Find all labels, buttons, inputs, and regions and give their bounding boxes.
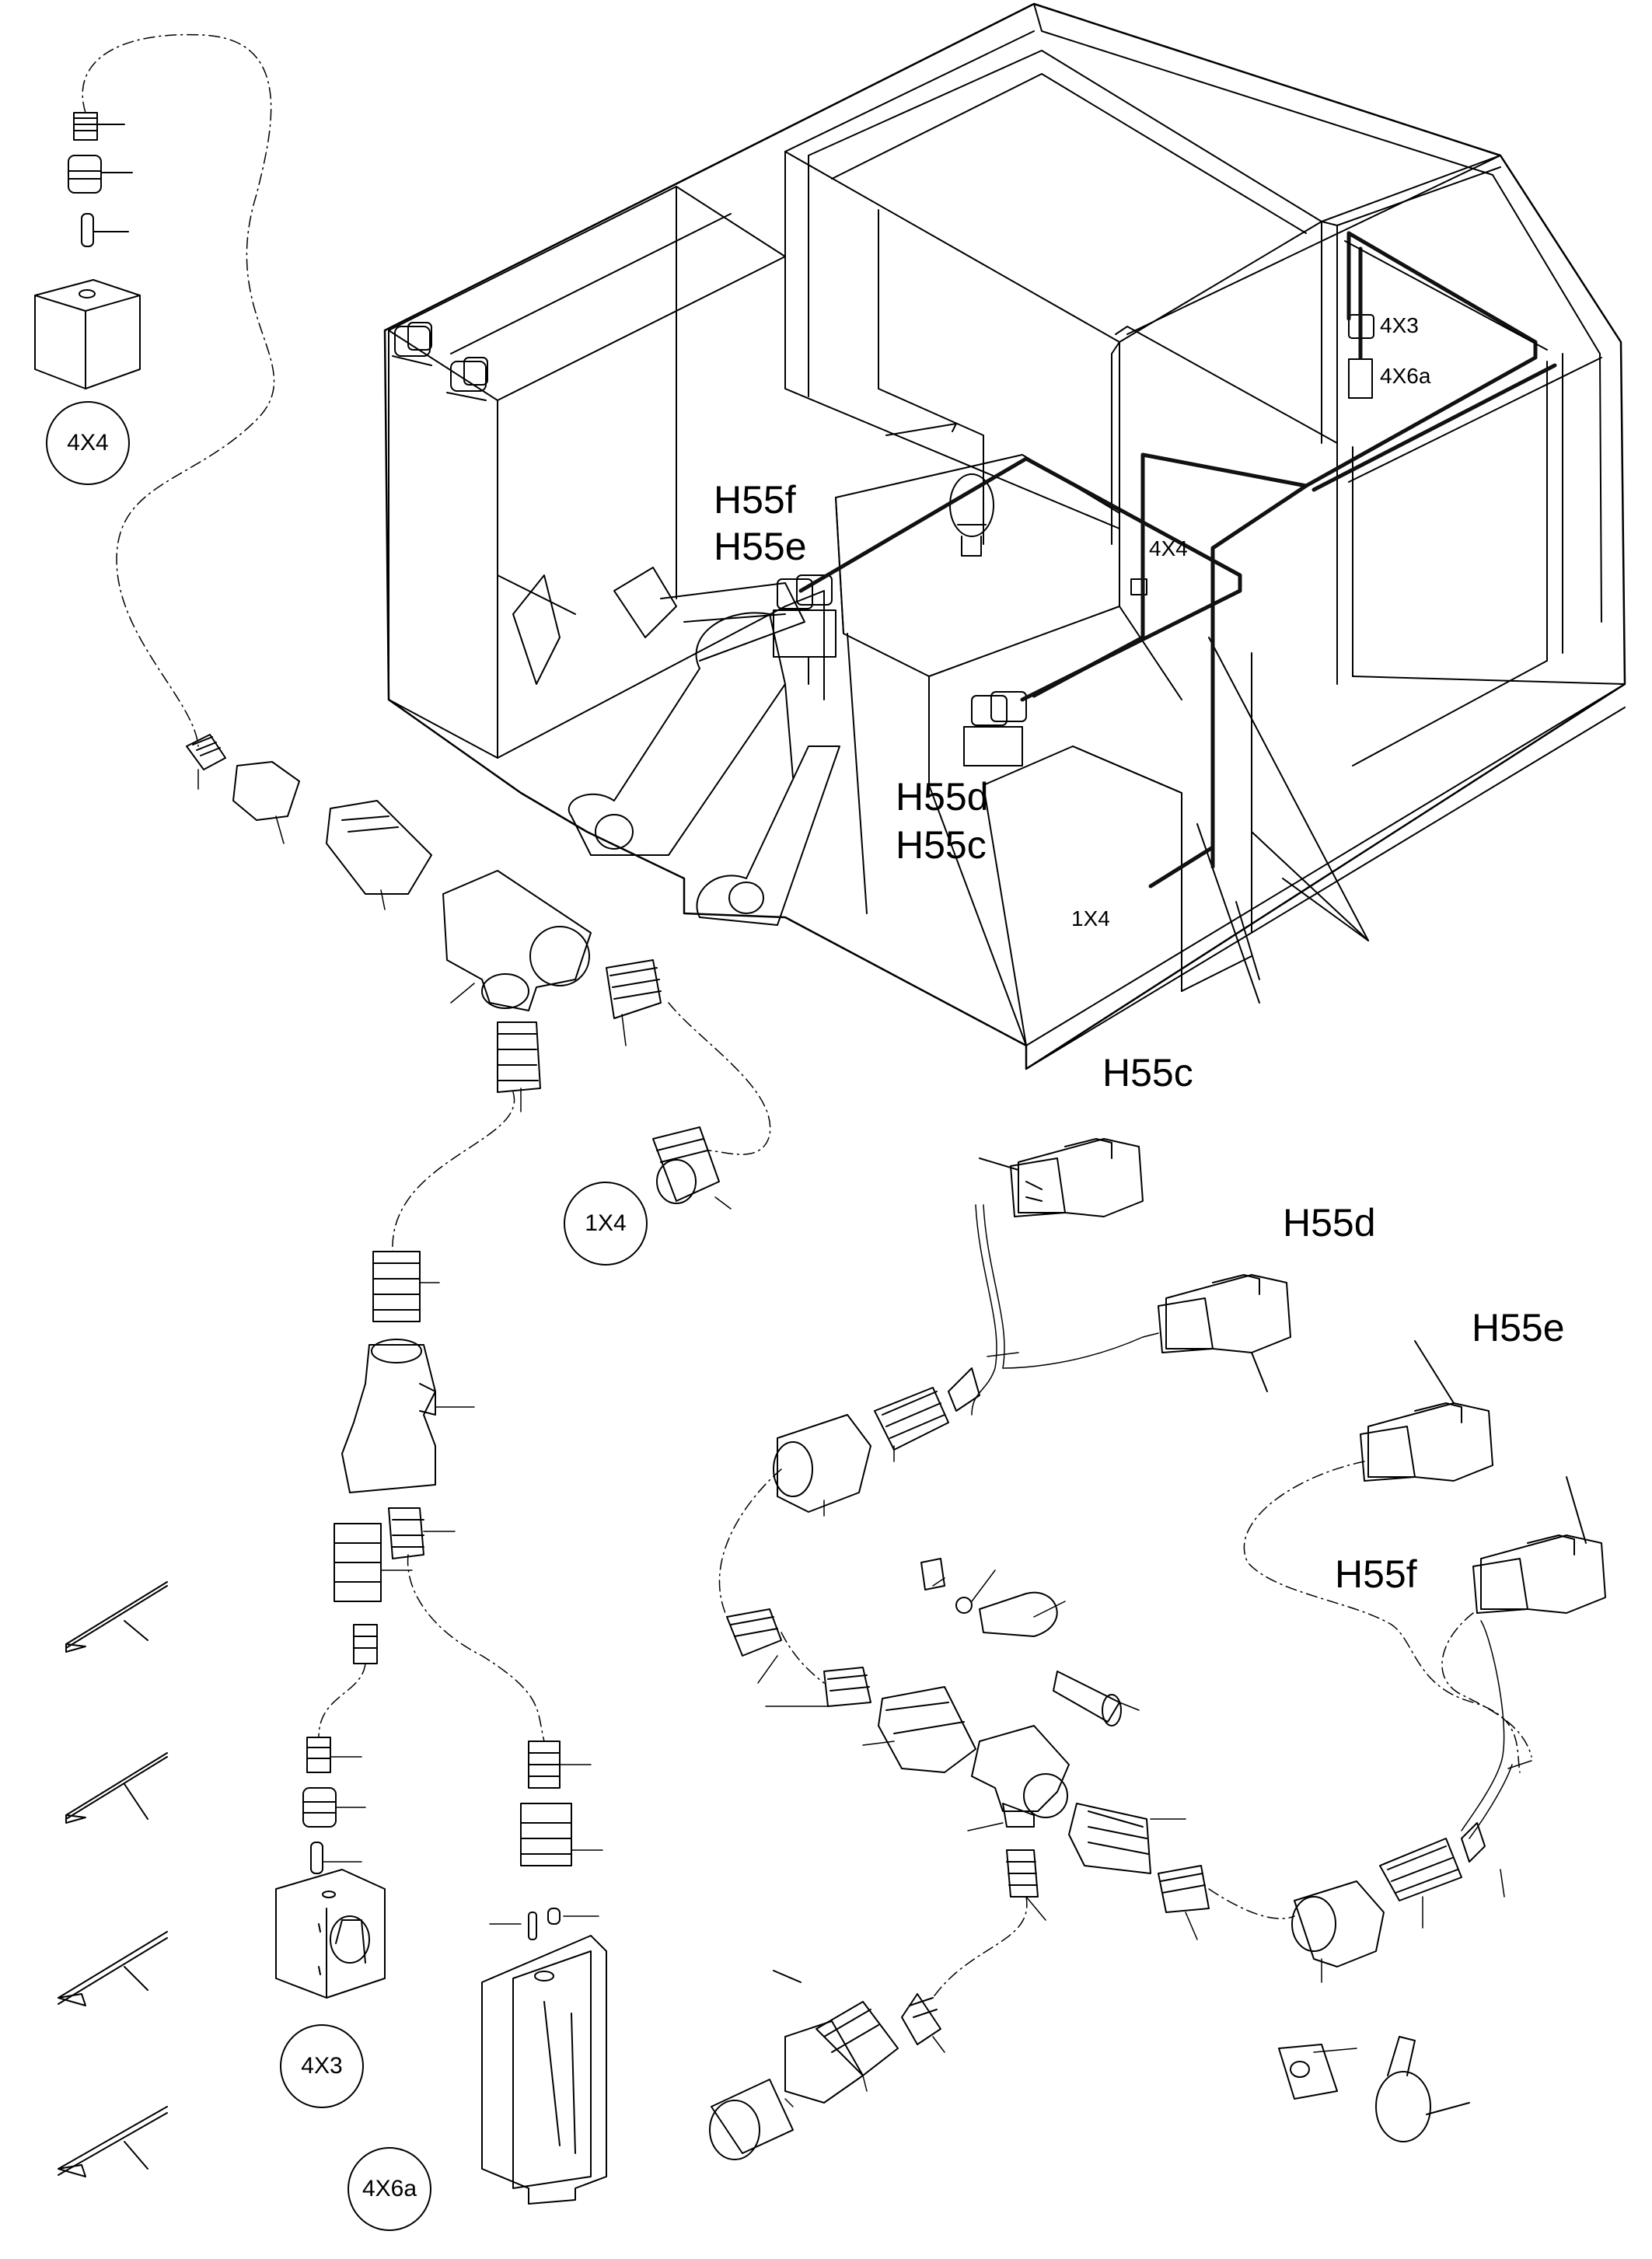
conduit-assembly-right xyxy=(709,1367,1486,2160)
label-h55e-top: H55e xyxy=(714,525,807,568)
machine-outline xyxy=(383,2,1626,1070)
work-lamps-h55c-h55d xyxy=(963,691,1027,766)
wire-bundles xyxy=(971,1204,1532,1839)
connector-h55f xyxy=(1472,1476,1606,1614)
label-h55f-detail: H55f xyxy=(1335,1552,1417,1596)
label-4x4-body: 4X4 xyxy=(1149,536,1188,560)
callout-1x4: 1X4 xyxy=(564,1182,648,1266)
junction-box-4x4 xyxy=(34,279,141,389)
connector-h55d xyxy=(1158,1274,1291,1392)
cable-routing-dashed-right xyxy=(718,1461,1532,1999)
socket-4x6a xyxy=(481,1741,607,2205)
roof-lamp-left xyxy=(392,322,432,366)
label-h55c-mid: H55c xyxy=(896,823,987,867)
leader-lines-4x3 xyxy=(322,1756,366,1863)
label-4x3-body: 4X3 xyxy=(1380,313,1419,337)
beacon-lamp xyxy=(949,473,994,557)
leader-lines-left xyxy=(197,769,732,1210)
callout-4x4: 4X4 xyxy=(46,401,130,485)
connector-h55c xyxy=(979,1138,1144,1217)
callout-4x6a: 4X6a xyxy=(348,2147,431,2231)
cable-tie-clip xyxy=(1278,2036,1470,2142)
cable-routing-dashed xyxy=(82,33,771,1742)
y-distributor xyxy=(334,1251,436,1664)
socket-4x6a-small xyxy=(1348,358,1373,399)
cable-ends xyxy=(58,1581,168,2177)
cable-gland-4x4 xyxy=(68,112,133,247)
work-lamps-h55e-h55f xyxy=(773,574,836,685)
conduit-fittings-left xyxy=(186,734,720,1204)
roof-lamp-right xyxy=(446,357,488,401)
socket-4x3 xyxy=(275,1737,386,1999)
label-h55f-top: H55f xyxy=(714,478,796,522)
leader-lines-y xyxy=(380,1282,475,1571)
cable-harness xyxy=(798,231,1557,889)
callout-4x3: 4X3 xyxy=(280,2024,364,2108)
label-h55d-mid: H55d xyxy=(896,775,989,819)
junction-box-4x4-small xyxy=(1130,578,1147,595)
label-4x6a-body: 4X6a xyxy=(1380,364,1431,388)
leader-lines-4x6a xyxy=(489,1764,603,1925)
connector-h55e xyxy=(1360,1340,1493,1482)
label-h55e-detail: H55e xyxy=(1472,1306,1565,1349)
label-h55d-detail: H55d xyxy=(1283,1201,1376,1245)
leader-lines-right xyxy=(757,1445,1505,2107)
harness-branch-lines xyxy=(1119,240,1548,576)
label-1x4-body: 1X4 xyxy=(1071,906,1110,930)
label-h55c-detail: H55c xyxy=(1102,1051,1193,1095)
